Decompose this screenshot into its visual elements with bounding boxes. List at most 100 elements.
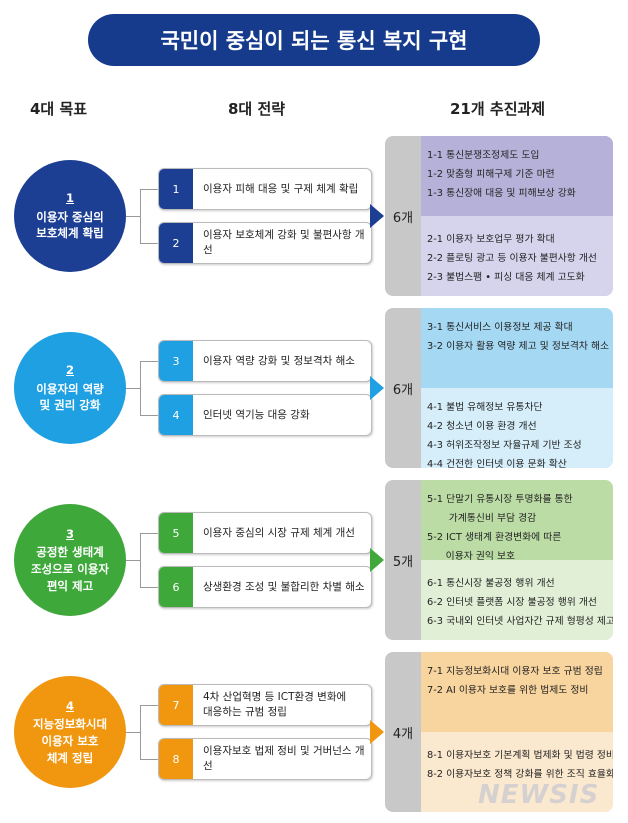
task-item: 4-2 청소년 이용 환경 개선 xyxy=(427,421,537,432)
task-item: 6-1 통신시장 불공정 행위 개선 xyxy=(427,578,555,589)
strategy-label: 이용자 보호체계 강화 및 불편사항 개선 xyxy=(203,229,365,256)
arrow-icon xyxy=(370,204,384,228)
strategy-label: 상생환경 조성 및 불합리한 차별 해소 xyxy=(203,580,365,593)
task-item: 2-1 이용자 보호업무 평가 확대 xyxy=(427,234,555,245)
goal-label: 이용자 중심의 보호체계 확립 xyxy=(36,209,104,241)
task-item: 7-2 AI 이용자 보호를 위한 법제도 정비 xyxy=(427,685,589,696)
strategy-box: 8 이용자보호 법제 정비 및 거버넌스 개선 xyxy=(158,738,372,780)
task-item: 1-1 통신분쟁조정제도 도입 xyxy=(427,150,540,161)
strategy-box: 3 이용자 역량 강화 및 정보격차 해소 xyxy=(158,340,372,382)
task-item: 3-2 이용자 활용 역량 제고 및 정보격차 해소 xyxy=(427,341,610,352)
task-item: 6-3 국내외 인터넷 사업자간 규제 형평성 제고 xyxy=(427,616,613,627)
header-strategies: 8대 전략 xyxy=(228,100,286,118)
goal-circle: 1 이용자 중심의 보호체계 확립 xyxy=(14,160,126,272)
arrow-icon xyxy=(370,548,384,572)
connector-line xyxy=(140,189,141,243)
goal-circle: 4 지능정보화시대 이용자 보호 체계 정립 xyxy=(14,676,126,788)
task-count: 5개 xyxy=(392,554,414,570)
goal-number: 3 xyxy=(65,526,74,541)
strategy-label: 이용자 중심의 시장 규제 체계 개선 xyxy=(203,526,355,539)
strategy-label: 이용자보호 법제 정비 및 거버넌스 개선 xyxy=(203,745,365,772)
task-item: 1-2 맞춤형 피해구제 기준 마련 xyxy=(427,169,555,180)
connector-line xyxy=(140,533,141,587)
strategy-box: 5 이용자 중심의 시장 규제 체계 개선 xyxy=(158,512,372,554)
connector-line xyxy=(140,705,141,759)
connector-line xyxy=(140,587,158,588)
strategy-label: 이용자 피해 대응 및 구제 체계 확립 xyxy=(203,182,359,195)
task-count: 6개 xyxy=(392,210,414,226)
goal-circle: 2 이용자의 역량 및 권리 강화 xyxy=(14,332,126,444)
connector-line xyxy=(140,189,158,190)
task-group: 6-1 통신시장 불공정 행위 개선 6-2 인터넷 플랫폼 시장 불공정 행위 … xyxy=(421,560,613,640)
goal-label: 이용자의 역량 및 권리 강화 xyxy=(36,381,104,413)
connector-line xyxy=(126,388,140,389)
task-count: 4개 xyxy=(392,726,414,742)
header-goals: 4대 목표 xyxy=(30,100,88,118)
task-item: 4-1 불법 유해정보 유통차단 xyxy=(427,402,543,413)
task-item: 1-3 통신장애 대응 및 피해보상 강화 xyxy=(427,188,576,199)
strategy-box: 1 이용자 피해 대응 및 구제 체계 확립 xyxy=(158,168,372,210)
task-item: 5-1 단말기 유통시장 투명화를 통한 xyxy=(427,494,573,505)
task-item: 8-1 이용자보호 기본계획 법제화 및 법령 정비 xyxy=(427,750,613,761)
task-box: 6개 3-1 통신서비스 이용정보 제공 확대 3-2 이용자 활용 역량 제고 및… xyxy=(385,308,613,468)
task-group: 2-1 이용자 보호업무 평가 확대 2-2 플로팅 광고 등 이용자 불편사항 … xyxy=(421,216,613,296)
arrow-icon xyxy=(370,720,384,744)
arrow-icon xyxy=(370,376,384,400)
connector-line xyxy=(126,732,140,733)
connector-line xyxy=(140,759,158,760)
strategy-number: 5 xyxy=(159,513,193,553)
header-tasks: 21개 추진과제 xyxy=(450,100,546,118)
strategy-box: 2 이용자 보호체계 강화 및 불편사항 개선 xyxy=(158,222,372,264)
strategy-number: 6 xyxy=(159,567,193,607)
connector-line xyxy=(140,361,158,362)
strategy-box: 4 인터넷 역기능 대응 강화 xyxy=(158,394,372,436)
connector-line xyxy=(140,533,158,534)
strategy-number: 1 xyxy=(159,169,193,209)
task-group: 4-1 불법 유해정보 유통차단 4-2 청소년 이용 환경 개선 4-3 허위조작… xyxy=(421,388,613,468)
connector-line xyxy=(140,705,158,706)
task-item: 5-2 ICT 생태계 환경변화에 따른 xyxy=(427,532,562,543)
goal-number: 2 xyxy=(65,362,74,377)
task-item: 가계통신비 부담 경감 xyxy=(427,513,537,524)
task-item: 4-4 건전한 인터넷 이용 문화 확산 xyxy=(427,459,567,468)
task-box: 5개 5-1 단말기 유통시장 투명화를 통한 가계통신비 부담 경감 5-2 IC… xyxy=(385,480,613,640)
task-count: 6개 xyxy=(392,382,414,398)
task-box: 4개 7-1 지능정보화시대 이용자 보호 규범 정립 7-2 AI 이용자 보호를… xyxy=(385,652,613,812)
strategy-label: 4차 산업혁명 등 ICT환경 변화에 대응하는 규범 정립 xyxy=(203,691,347,718)
task-group: 8-1 이용자보호 기본계획 법제화 및 법령 정비 8-2 이용자보호 정책 강… xyxy=(421,732,613,812)
connector-line xyxy=(140,361,141,415)
task-item: 6-2 인터넷 플랫폼 시장 불공정 행위 개선 xyxy=(427,597,597,608)
strategy-number: 4 xyxy=(159,395,193,435)
task-item: 7-1 지능정보화시대 이용자 보호 규범 정립 xyxy=(427,666,603,677)
task-group: 1-1 통신분쟁조정제도 도입 1-2 맞춤형 피해구제 기준 마련 1-3 통신장… xyxy=(421,136,613,216)
task-item: 8-2 이용자보호 정책 강화를 위한 조직 효율화 xyxy=(427,769,613,780)
goal-label: 지능정보화시대 이용자 보호 체계 정립 xyxy=(32,717,108,765)
strategy-number: 3 xyxy=(159,341,193,381)
strategy-box: 7 4차 산업혁명 등 ICT환경 변화에 대응하는 규범 정립 xyxy=(158,684,372,726)
task-box: 6개 1-1 통신분쟁조정제도 도입 1-2 맞춤형 피해구제 기준 마련 1-3 통… xyxy=(385,136,613,296)
strategy-number: 2 xyxy=(159,223,193,263)
goal-number: 4 xyxy=(65,698,74,713)
goal-number: 1 xyxy=(65,190,74,205)
strategy-box: 6 상생환경 조성 및 불합리한 차별 해소 xyxy=(158,566,372,608)
strategy-number: 7 xyxy=(159,685,193,725)
connector-line xyxy=(140,243,158,244)
task-item: 2-3 불법스팸 • 피싱 대응 체계 고도화 xyxy=(427,272,585,283)
goal-circle: 3 공정한 생태계 조성으로 이용자 편익 제고 xyxy=(14,504,126,616)
connector-line xyxy=(126,560,140,561)
task-item: 3-1 통신서비스 이용정보 제공 확대 xyxy=(427,322,573,333)
connector-line xyxy=(126,216,140,217)
strategy-number: 8 xyxy=(159,739,193,779)
task-item: 2-2 플로팅 광고 등 이용자 불편사항 개선 xyxy=(427,253,597,264)
task-group: 3-1 통신서비스 이용정보 제공 확대 3-2 이용자 활용 역량 제고 및 정… xyxy=(421,308,613,388)
page-title: 국민이 중심이 되는 통신 복지 구현 xyxy=(88,14,540,66)
task-item: 4-3 허위조작정보 자율규제 기반 조성 xyxy=(427,440,582,451)
task-group: 7-1 지능정보화시대 이용자 보호 규범 정립 7-2 AI 이용자 보호를 위… xyxy=(421,652,613,732)
task-group: 5-1 단말기 유통시장 투명화를 통한 가계통신비 부담 경감 5-2 ICT … xyxy=(421,480,613,562)
strategy-label: 인터넷 역기능 대응 강화 xyxy=(203,408,310,421)
goal-label: 공정한 생태계 조성으로 이용자 편익 제고 xyxy=(30,545,110,593)
strategy-label: 이용자 역량 강화 및 정보격차 해소 xyxy=(203,354,355,367)
newsis-watermark: NEWSIS xyxy=(478,780,600,810)
connector-line xyxy=(140,415,158,416)
task-item: 이용자 권익 보호 xyxy=(427,551,516,562)
